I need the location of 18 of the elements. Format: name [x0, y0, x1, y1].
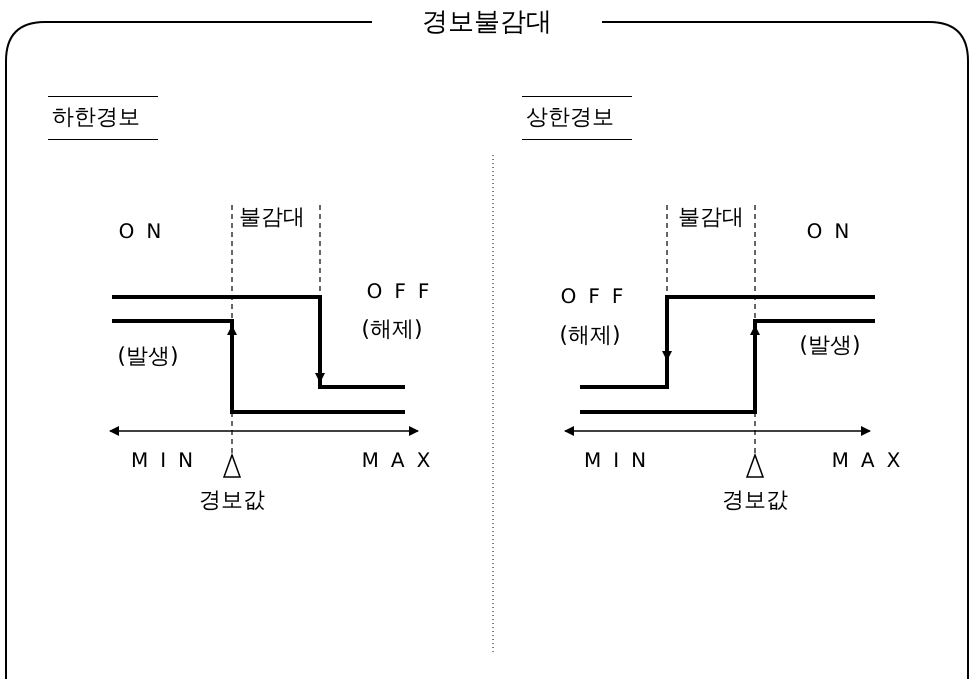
state-label: ON [118, 221, 174, 241]
axis-label: (해제) [361, 319, 423, 341]
state-label: OFF [560, 286, 636, 306]
axis-label: (발생) [117, 346, 179, 368]
state-label: MAX [832, 450, 912, 470]
state-label: OFF [366, 281, 442, 301]
state-label: MAX [362, 450, 442, 470]
state-label: MIN [130, 450, 206, 470]
axis-label: (해제) [559, 325, 621, 347]
axis-label: 불감대 [239, 207, 305, 229]
axis-label: 경보값 [199, 490, 265, 512]
state-label: ON [806, 221, 862, 241]
axis-label: (발생) [799, 335, 861, 357]
state-label: MIN [584, 450, 658, 470]
axis-label: 불감대 [678, 207, 744, 229]
panel-heading: 하한경보 [48, 96, 158, 140]
axis-label: 경보값 [722, 490, 788, 512]
panel-heading: 상한경보 [522, 96, 632, 140]
